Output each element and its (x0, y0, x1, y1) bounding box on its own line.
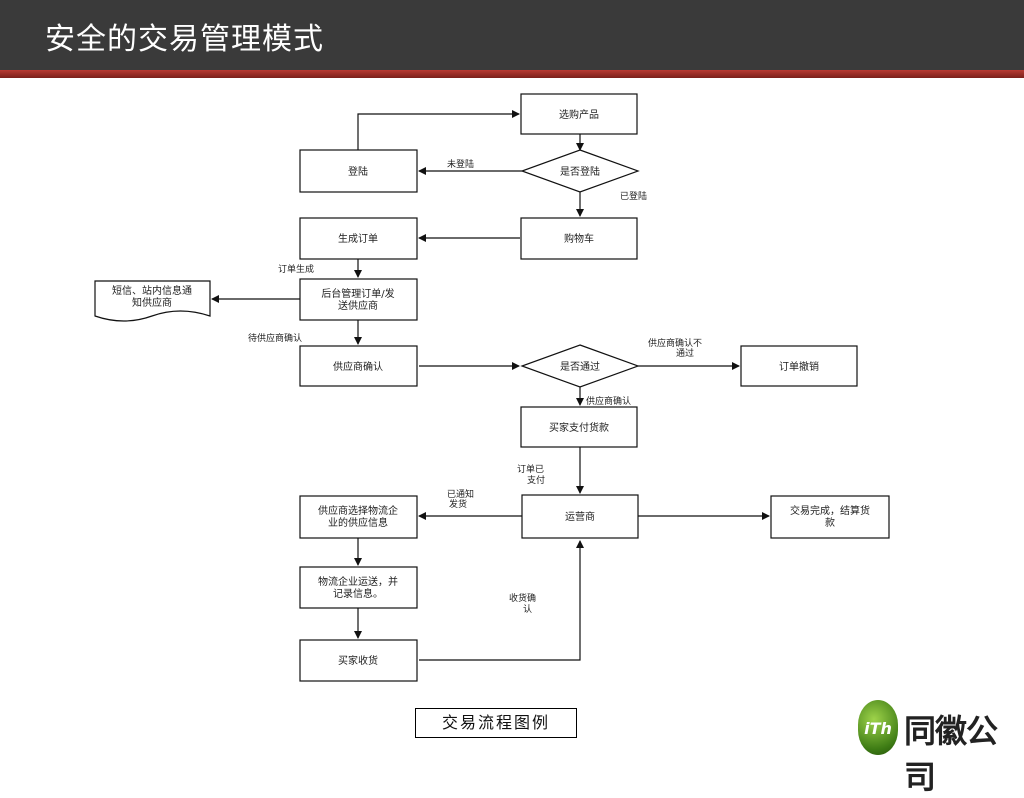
node-select-product-label: 选购产品 (559, 108, 599, 121)
node-buyer-pay (520, 406, 638, 448)
node-is-logged-in-label: 是否登陆 (560, 165, 600, 178)
node-logistics-select-label-1: 供应商选择物流企 (318, 504, 398, 517)
node-is-logged-in (520, 149, 640, 193)
node-gen-order-label: 生成订单 (338, 232, 378, 245)
node-trade-done (770, 495, 890, 539)
node-trade-done-label-2: 款 (825, 516, 835, 529)
node-logistics-select-label-2: 业的供应信息 (328, 516, 388, 529)
node-buyer-receive-label: 买家收货 (338, 654, 378, 667)
edge-label-reject-2: 通过 (676, 347, 694, 359)
node-supplier-confirm-label: 供应商确认 (333, 360, 383, 373)
edge-label-wait-supplier: 待供应商确认 (248, 332, 302, 344)
node-is-passed (520, 344, 640, 388)
company-logo: iTh 同徽公司 (858, 700, 1018, 796)
edge-label-order-generated: 订单生成 (278, 263, 314, 275)
company-name: 同徽公司 (904, 712, 998, 796)
edge-label-not-logged: 未登陆 (447, 158, 474, 170)
node-login (299, 149, 418, 193)
node-sms-notify (94, 280, 211, 322)
edge-label-supplier-ok: 供应商确认 (586, 395, 631, 407)
node-supplier-confirm (299, 345, 418, 387)
edge-label-receipt-2: 认 (523, 603, 532, 615)
edge-label-logged: 已登陆 (620, 190, 647, 202)
title-divider (0, 70, 1024, 78)
edge-label-reject-1: 供应商确认不 (648, 337, 702, 349)
connectors (211, 110, 770, 661)
node-buyer-receive (299, 639, 418, 682)
edge-label-notified-2: 发货 (449, 498, 467, 510)
node-logistics-select (299, 495, 418, 539)
node-buyer-pay-label: 买家支付货款 (549, 421, 609, 434)
node-logistics-ship-label-1: 物流企业运送，并 (318, 575, 398, 588)
node-cart (520, 217, 638, 260)
edge-label-order-paid-1: 订单已 (517, 463, 544, 475)
node-operator-label: 运营商 (565, 510, 595, 523)
logo-mark-icon: iTh (858, 700, 898, 755)
node-admin-manage-label-2: 送供应商 (338, 299, 378, 312)
node-is-passed-label: 是否通过 (560, 360, 600, 373)
edge-label-notified-1: 已通知 (447, 488, 474, 500)
edge-label-receipt-1: 收货确 (509, 592, 536, 604)
node-select-product (520, 93, 638, 135)
edge-login-to-select (357, 110, 520, 150)
node-sms-label-1: 短信、站内信息通 (112, 284, 192, 297)
edge-receipt-confirm (419, 540, 584, 661)
edge-label-order-paid-2: 支付 (527, 474, 545, 486)
node-sms-label-2: 知供应商 (132, 296, 172, 309)
node-logistics-ship-label-2: 记录信息。 (333, 587, 383, 600)
node-admin-manage-label-1: 后台管理订单/发 (321, 287, 394, 300)
node-gen-order (299, 217, 418, 260)
node-logistics-ship (299, 566, 418, 609)
node-order-cancel (740, 345, 858, 387)
diagram-caption: 交易流程图例 (415, 708, 577, 738)
flowchart: 选购产品 是否登陆 登陆 购物车 生成订单 后台管理订单/发 送供应商 短信、站… (94, 93, 890, 682)
node-admin-manage (299, 278, 418, 321)
node-operator (521, 494, 639, 539)
title-bar: 安全的交易管理模式 (0, 0, 1024, 70)
node-cart-label: 购物车 (564, 232, 594, 245)
page-title: 安全的交易管理模式 (45, 22, 324, 57)
node-login-label: 登陆 (348, 165, 368, 178)
node-order-cancel-label: 订单撤销 (779, 360, 819, 373)
node-trade-done-label-1: 交易完成，结算货 (790, 504, 870, 517)
